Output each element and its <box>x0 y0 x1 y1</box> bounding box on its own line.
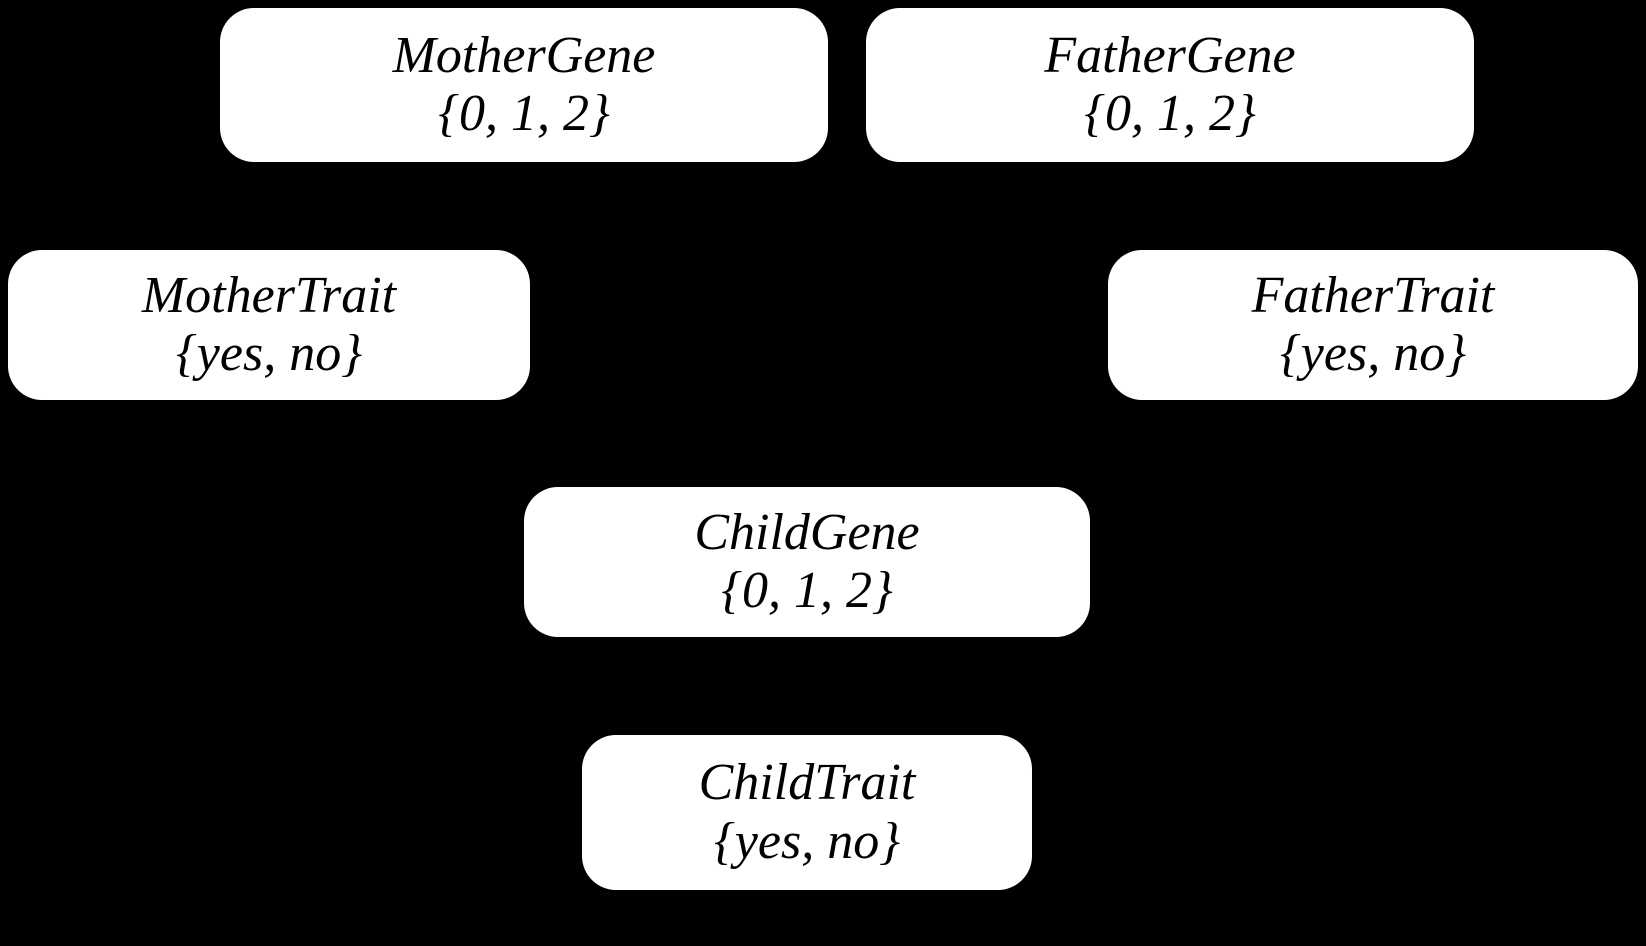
node-father-gene[interactable]: FatherGene {0, 1, 2} <box>866 8 1474 162</box>
node-father-gene-title: FatherGene <box>1044 26 1296 84</box>
node-child-gene-title: ChildGene <box>694 503 920 561</box>
node-child-gene-domain: {0, 1, 2} <box>721 562 893 619</box>
node-mother-gene-domain: {0, 1, 2} <box>438 85 610 142</box>
node-mother-trait[interactable]: MotherTrait {yes, no} <box>8 250 530 400</box>
node-mother-trait-domain: {yes, no} <box>176 325 362 382</box>
node-father-trait[interactable]: FatherTrait {yes, no} <box>1108 250 1638 400</box>
node-mother-trait-title: MotherTrait <box>141 266 397 324</box>
node-mother-gene-title: MotherGene <box>392 26 656 84</box>
node-mother-gene[interactable]: MotherGene {0, 1, 2} <box>220 8 828 162</box>
node-child-trait-domain: {yes, no} <box>714 812 900 870</box>
node-father-gene-domain: {0, 1, 2} <box>1084 85 1256 142</box>
node-child-trait[interactable]: ChildTrait {yes, no} <box>582 735 1032 890</box>
node-father-trait-title: FatherTrait <box>1251 266 1495 324</box>
node-father-trait-domain: {yes, no} <box>1280 325 1466 382</box>
node-child-trait-title: ChildTrait <box>698 754 916 812</box>
node-child-gene[interactable]: ChildGene {0, 1, 2} <box>524 487 1090 637</box>
